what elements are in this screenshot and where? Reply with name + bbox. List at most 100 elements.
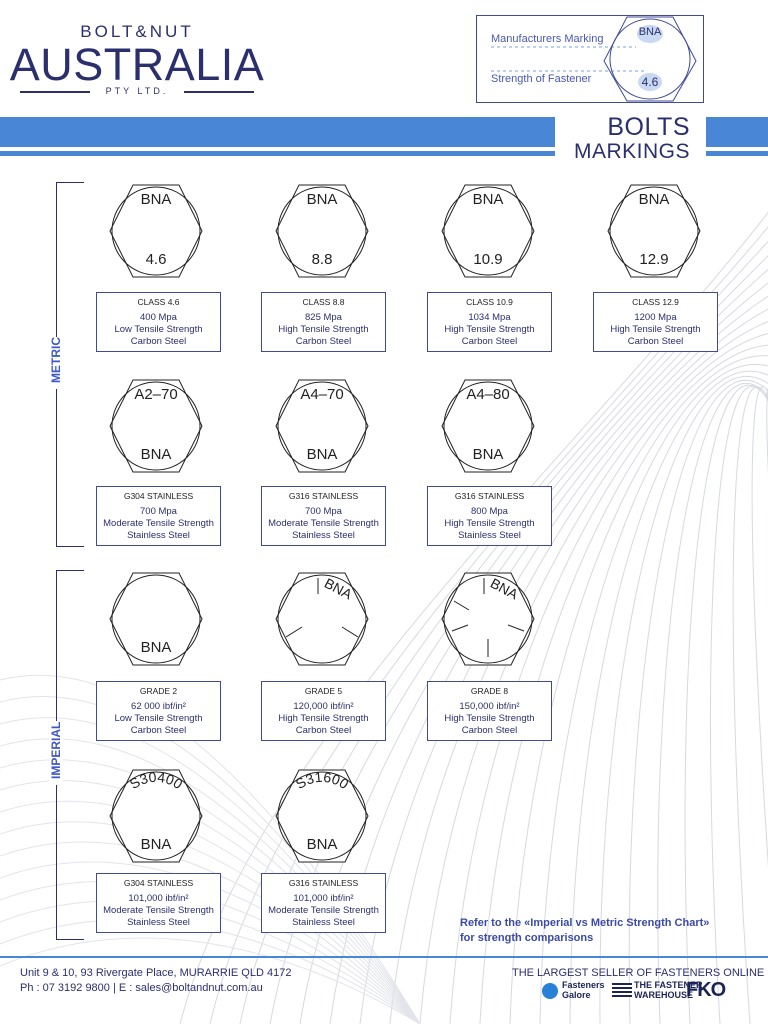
legend-manufacturer-label: Manufacturers Marking (491, 33, 604, 45)
bolt-class-title: CLASS 8.8 (302, 297, 345, 307)
imperial-bracket-top (56, 570, 84, 571)
bolt-class-title: GRADE 5 (304, 686, 343, 696)
bolt-bottom-marking: 12.9 (639, 251, 669, 268)
bolt-bottom-marking: BNA (306, 836, 338, 853)
legend-bolt-diagram (491, 16, 697, 102)
header-band-main (0, 117, 555, 147)
bolt-spec-line: 700 Mpa (140, 506, 177, 517)
bolt-spec-line: 825 Mpa (305, 312, 342, 323)
bolt-spec-line: Stainless Steel (458, 530, 521, 541)
page-subtitle: MARKINGS (573, 140, 690, 163)
brand-fko: FKO (686, 979, 726, 1001)
header-band-thin (0, 151, 555, 156)
bolt-class-title: CLASS 10.9 (466, 297, 513, 307)
footer-address: Unit 9 & 10, 93 Rivergate Place, MURARRI… (20, 967, 292, 979)
bolt-spec-line: High Tensile Strength (278, 713, 369, 724)
bolt-top-marking: A2–70 (134, 386, 178, 403)
legend-sample-marking: BNA (638, 26, 662, 38)
bolt-spec-line: Moderate Tensile Strength (268, 905, 379, 916)
brand-fastener-warehouse: THE FASTENER WAREHOUSE (634, 980, 703, 1000)
legend-strength-label: Strength of Fastener (491, 73, 592, 85)
bolt-spec-line: Low Tensile Strength (114, 324, 203, 335)
refer-note-line2: for strength comparisons (460, 932, 594, 944)
bolt-top-marking: A4–70 (300, 386, 344, 403)
metric-bracket-top (56, 182, 84, 183)
bolt-spec-line: Moderate Tensile Strength (268, 518, 379, 529)
bolt-spec-line: High Tensile Strength (444, 518, 535, 529)
bolt-spec-line: Carbon Steel (130, 725, 187, 736)
bolt-top-marking: BNA (472, 191, 504, 208)
footer-contact: Ph : 07 3192 9800 | E : sales@boltandnut… (20, 982, 263, 994)
logo-sub-text: PTY LTD. (105, 86, 169, 96)
bolt-class-title: G316 STAINLESS (454, 491, 525, 501)
bolt-head-2: BNA 8.8 (272, 181, 372, 281)
footer-rule (0, 956, 768, 958)
bolt-spec-line: High Tensile Strength (444, 324, 535, 335)
bolt-spec-line: Carbon Steel (295, 336, 352, 347)
bolt-bottom-marking: 8.8 (311, 251, 333, 268)
bolt-class-title: GRADE 8 (470, 686, 509, 696)
legend-sample-strength: 4.6 (641, 75, 659, 89)
refer-note: Refer to the «Imperial vs Metric Strengt… (460, 916, 709, 946)
bolt-spec-line: Stainless Steel (127, 530, 190, 541)
bolt-head-9: BNA (272, 569, 372, 669)
bolt-top-marking: BNA (638, 191, 670, 208)
bolt-bottom-marking: BNA (472, 446, 504, 463)
bolt-spec-line: Carbon Steel (295, 725, 352, 736)
bolt-top-marking: BNA (140, 191, 172, 208)
brand1-line1: Fasteners (562, 980, 605, 990)
bolt-head-8: BNA (106, 569, 206, 669)
bolt-spec-line: Carbon Steel (627, 336, 684, 347)
bolt-spec-line: Carbon Steel (461, 336, 518, 347)
bolt-spec-line: 150,000 ibf/in² (459, 701, 520, 712)
bolt-spec-line: 62 000 ibf/in² (131, 701, 186, 712)
bolt-spec-line: 1034 Mpa (468, 312, 511, 323)
imperial-section-label: IMPERIAL (49, 721, 63, 785)
bolt-spec-line: Moderate Tensile Strength (103, 905, 214, 916)
fastener-warehouse-icon (612, 983, 632, 997)
bolt-spec-line: 700 Mpa (305, 506, 342, 517)
bolt-bottom-marking: BNA (140, 836, 172, 853)
logo-main-text: AUSTRALIA (9, 39, 265, 90)
refer-note-line1: Refer to the «Imperial vs Metric Strengt… (460, 917, 710, 929)
footer-tagline: THE LARGEST SELLER OF FASTENERS ONLINE (512, 967, 765, 979)
bolt-spec-line: 101,000 ibf/in² (128, 893, 189, 904)
brand2-line2: WAREHOUSE (634, 990, 694, 1000)
bolt-top-marking: A4–80 (466, 386, 510, 403)
bolt-class-title: G304 STAINLESS (123, 491, 194, 501)
brand1-line2: Galore (562, 990, 591, 1000)
bolt-spec-line: 800 Mpa (471, 506, 508, 517)
bolt-spec-line: Moderate Tensile Strength (103, 518, 214, 529)
bolt-spec-line: 101,000 ibf/in² (293, 893, 354, 904)
header-band-right-thin (706, 151, 768, 156)
bolt-bottom-marking: 10.9 (473, 251, 503, 268)
bolt-head-4: BNA 12.9 (604, 181, 704, 281)
bolt-spec-line: Stainless Steel (292, 530, 355, 541)
bolt-bottom-marking: 4.6 (145, 251, 167, 268)
bolt-top-marking: BNA (306, 191, 338, 208)
bolt-head-1: BNA 4.6 (106, 181, 206, 281)
metric-bracket-bottom (56, 546, 84, 547)
bolt-spec-line: 400 Mpa (140, 312, 177, 323)
header-band-right (706, 117, 768, 147)
imperial-bracket-bottom (56, 939, 84, 940)
bolt-class-title: GRADE 2 (139, 686, 178, 696)
bolt-arc-marking: S30400 (127, 769, 186, 793)
brand2-line1: THE FASTENER (634, 980, 703, 990)
logo-rule-left (20, 91, 90, 93)
bolt-bottom-marking: BNA (306, 446, 338, 463)
bolt-spec-line: High Tensile Strength (278, 324, 369, 335)
bolt-class-title: G316 STAINLESS (288, 878, 359, 888)
